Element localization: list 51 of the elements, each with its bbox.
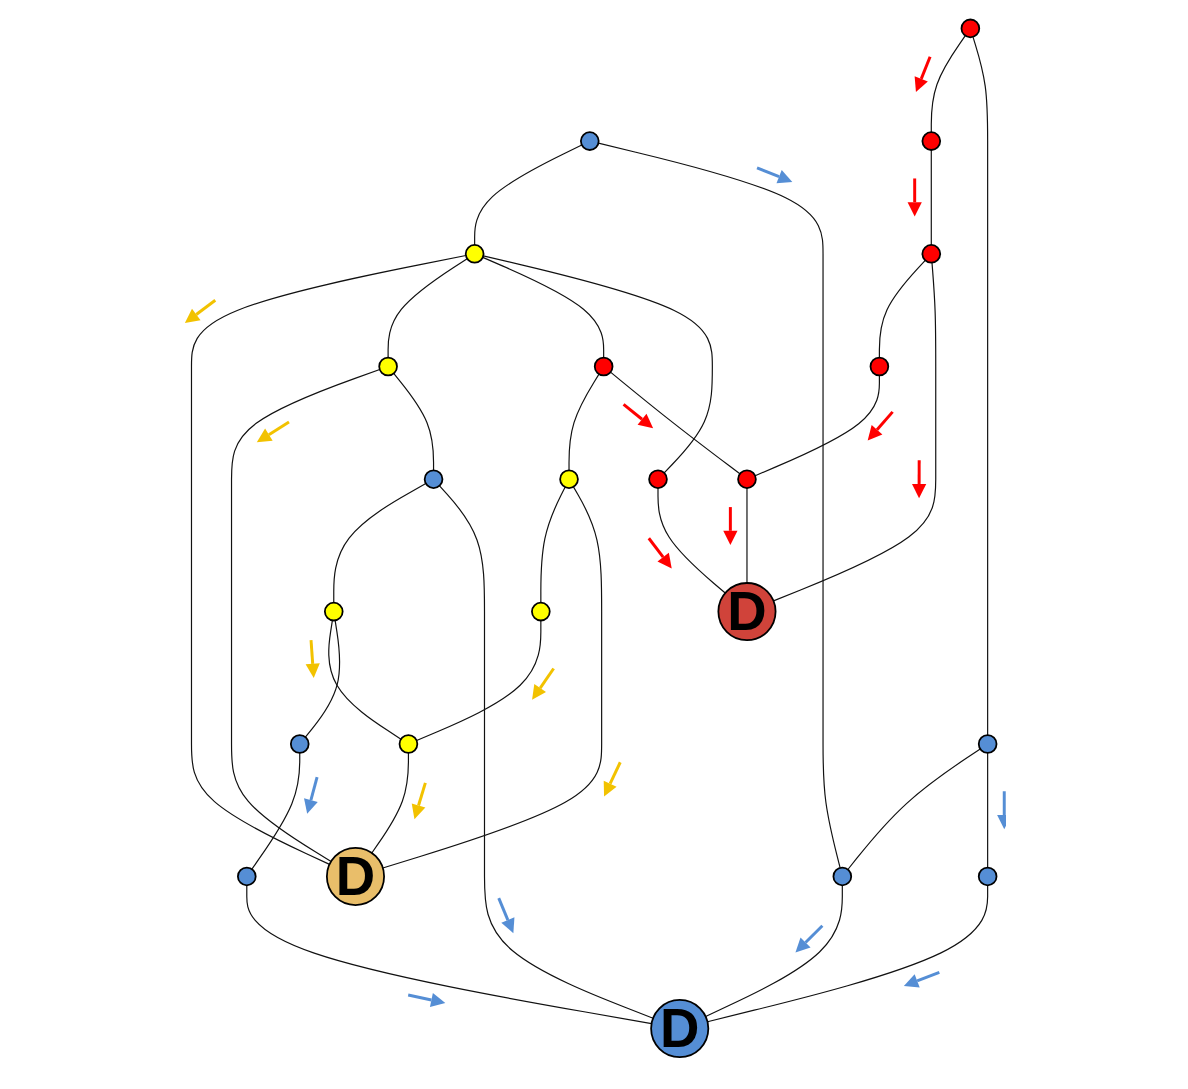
circle-node: [921, 131, 942, 151]
connector-line: [657, 487, 726, 594]
circle-node: [237, 866, 257, 887]
circle-node: [323, 601, 344, 622]
circle-node: D: [717, 580, 777, 642]
connector-line: [251, 752, 301, 870]
connector-line: [230, 368, 381, 863]
circle-node: [580, 131, 600, 151]
connector-line: [930, 149, 932, 246]
connector-line: [754, 374, 880, 477]
circle-node: [648, 469, 668, 489]
circle-node: [593, 356, 614, 377]
connector-line: [706, 884, 989, 1023]
circle-node: [977, 734, 998, 754]
circle-node: [559, 469, 579, 489]
connector-line: [393, 372, 435, 471]
connector-line: [387, 258, 468, 359]
circle-node: [921, 244, 942, 264]
connector-line: [304, 619, 341, 738]
connector-line: [438, 485, 654, 1019]
connector-line: [382, 486, 603, 869]
connector-line: [847, 748, 981, 871]
circle-node: [832, 866, 853, 887]
circle-node: [977, 866, 998, 887]
connector-line: [482, 256, 605, 359]
connector-line: [371, 752, 409, 854]
circle-node: [423, 469, 444, 489]
connector-line: [772, 262, 937, 602]
circle-node: [869, 356, 890, 377]
connector-line: [333, 483, 427, 604]
connector-line: [474, 144, 583, 246]
connector-line: [987, 752, 989, 869]
connector-line: [878, 259, 926, 359]
circle-node: [398, 734, 419, 754]
connector-line: [416, 619, 542, 742]
circle-node: D: [325, 845, 385, 907]
circle-node: D: [650, 997, 710, 1059]
connector-line: [746, 487, 748, 584]
circle-node: [960, 18, 981, 39]
connector-line: [609, 371, 741, 475]
circle-node: [464, 244, 485, 264]
circle-node: [289, 734, 310, 754]
circle-node: [737, 469, 757, 489]
circle-node: [378, 356, 398, 377]
connector-line: [705, 884, 843, 1018]
connector-line: [540, 486, 566, 604]
connector-line: [972, 36, 989, 736]
connector-line: [328, 619, 402, 740]
connector-line: [930, 35, 966, 133]
connector-line: [568, 373, 600, 471]
circle-node: [531, 601, 551, 622]
